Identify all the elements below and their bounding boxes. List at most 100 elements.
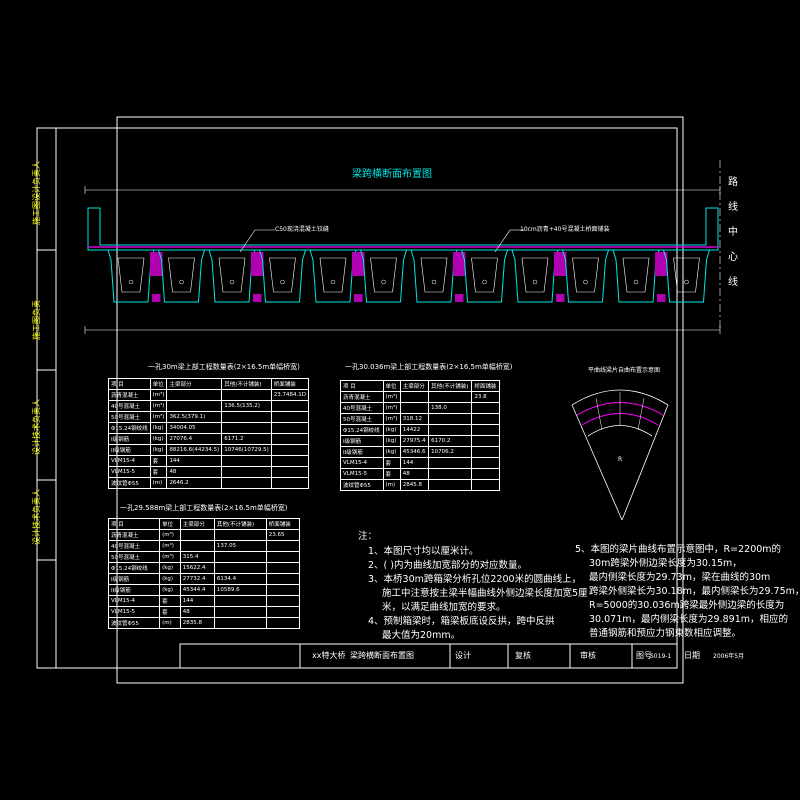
note-line: R=5000的30.036m跨梁最外侧边梁的长度为 — [589, 600, 785, 611]
curve-radius-label: R — [618, 456, 623, 463]
tendon-duct — [330, 279, 336, 285]
note-line: 跨梁外侧梁长为30.18m，最内侧梁长为29.75m， — [589, 586, 800, 597]
bottom-joint — [455, 294, 464, 302]
note-line: 3、本桥30m跨箱梁分析孔位2200米的圆曲线上， — [368, 574, 582, 585]
table-row: 波纹管Φ55(m)2835.8 — [107, 617, 301, 629]
girder-void — [471, 257, 498, 293]
table-row: 波纹管Φ55(m)2646.2 — [108, 477, 310, 489]
bottom-joint — [253, 294, 262, 302]
box-girder — [511, 249, 559, 303]
cast-in-place-joint — [150, 252, 163, 276]
tendon-duct — [280, 279, 285, 285]
note-line: 最内侧梁长度为29.73m，梁在曲线的30m — [589, 572, 771, 583]
titleblock-date: 2006年5月 — [713, 653, 745, 660]
box-girder — [258, 249, 307, 303]
bottom-joint — [152, 294, 161, 302]
box-girder — [309, 249, 357, 303]
box-girder — [410, 249, 458, 303]
note-line: 最大值为20mm。 — [382, 630, 461, 641]
table-cell: (m) — [159, 617, 181, 629]
girder-void — [269, 257, 296, 293]
tendon-duct — [482, 279, 487, 285]
table-cell: 波纹管Φ55 — [340, 479, 384, 491]
diagram-title: 梁跨横断面布置图 — [352, 169, 432, 180]
notes-heading: 注： — [358, 531, 378, 542]
titleblock-design: 设计 — [455, 651, 471, 660]
titleblock-project: xx特大桥 — [312, 651, 346, 660]
note-line: 30.071m，最内侧梁长度为29.891m，相应的 — [589, 614, 788, 625]
note-line: 5、本图的梁片曲线布置示意图中，R=2200m的 — [575, 544, 782, 555]
table-row: 波纹管Φ55(m)2845.8 — [340, 479, 500, 491]
girder-void — [572, 257, 599, 293]
table-row: 50号混凝土(m³)318.12 — [340, 413, 500, 425]
note-line: 30m跨梁外侧边梁长度为30.15m， — [589, 558, 742, 569]
bottom-joint — [556, 294, 565, 302]
table-header: 项 目 单位 主梁部分 其他(不计铺装) 桥面铺装 — [107, 518, 301, 530]
table-cell: 波纹管Φ55 — [107, 617, 161, 629]
centerline-char: 线 — [728, 202, 738, 213]
note-line: 施工中注意按主梁半幅曲线外侧边梁长度加宽5厘 — [382, 588, 588, 599]
table-cell: 波纹管Φ55 — [108, 477, 151, 489]
cast-in-place-joint — [554, 252, 567, 276]
box-girder — [561, 249, 610, 303]
box-girder — [662, 249, 711, 303]
table-cell: 2646.2 — [166, 477, 223, 489]
girder-void — [673, 257, 700, 293]
box-girder — [157, 249, 206, 303]
table-cell — [471, 479, 500, 491]
girder-void — [370, 257, 397, 293]
notes-list: 1、本图尺寸均以厘米计。 2、( )内为曲线加宽部分的对应数量。 3、本桥30m… — [368, 545, 588, 643]
table-cell: (m) — [149, 477, 168, 489]
girder-void — [117, 257, 145, 293]
table-row: II级钢筋(kg)88216.6(44234.5)10746(10729.5) — [108, 444, 310, 456]
tendon-duct — [179, 279, 184, 285]
table-row: 沥青混凝土(m³)23.7484.1D — [108, 389, 310, 401]
cast-in-place-joint — [655, 252, 668, 276]
tendon-duct — [128, 279, 134, 285]
table-cell — [270, 477, 310, 489]
table-cell: (m) — [382, 479, 401, 491]
callout-right: 10cm沥青+40号混凝土桥面铺装 — [520, 226, 610, 233]
tendon-duct — [684, 279, 689, 285]
titleblock-drawing-title: 梁跨横断面布置图 — [350, 651, 414, 660]
table3-title: 一孔30.036m梁上部工程数量表(2×16.5m单幅桥宽) — [345, 363, 513, 371]
box-girder — [208, 249, 256, 303]
table-cell: 14422 — [399, 424, 430, 436]
bottom-joint — [657, 294, 666, 302]
girder-void — [168, 257, 195, 293]
quantity-table-1: 项 目 单位 主梁部分 其他(不计铺装) 桥面铺装 沥青混凝土(m³)23.74… — [108, 378, 310, 489]
tendon-duct — [532, 279, 538, 285]
table-header: 项 目 单位 主梁部分 其他(不计铺装) 桥面铺装 — [340, 380, 500, 392]
note-line: 普通钢筋和预应力钢束数相应调整。 — [589, 628, 742, 639]
table-cell — [265, 617, 301, 629]
centerline-char: 线 — [728, 277, 738, 288]
callout-left: C50现浇混凝土铰缝 — [275, 226, 329, 233]
tendon-duct — [583, 279, 588, 285]
curve-diagram-title: 平曲线梁片自曲布置示意图 — [588, 367, 661, 374]
quantity-table-2: 项 目 单位 主梁部分 其他(不计铺装) 桥面铺装 沥青混凝土(m³)23.65… — [107, 518, 301, 629]
table-row: 40号混凝土(m³)136.5(135.2) — [108, 400, 310, 412]
titleblock-date-label: 日期 — [684, 651, 700, 660]
box-girder — [107, 249, 155, 303]
titleblock-review: 审核 — [580, 651, 596, 660]
box-girder — [612, 249, 660, 303]
girder-void — [218, 257, 246, 293]
tendon-duct — [381, 279, 386, 285]
bottom-joint — [354, 294, 363, 302]
note-line: 2、( )内为曲线加宽部分的对应数量。 — [368, 560, 527, 571]
notes-list-right: 5、本图的梁片曲线布置示意图中，R=2200m的 30m跨梁外侧边梁长度为30.… — [575, 543, 800, 641]
tendon-duct — [431, 279, 437, 285]
table-cell: 2845.8 — [399, 479, 430, 491]
centerline-char: 心 — [728, 252, 738, 263]
table1-title: 一孔30m梁上部工程数量表(2×16.5m单幅桥宽) — [148, 363, 300, 371]
centerline-char: 路 — [728, 177, 738, 188]
